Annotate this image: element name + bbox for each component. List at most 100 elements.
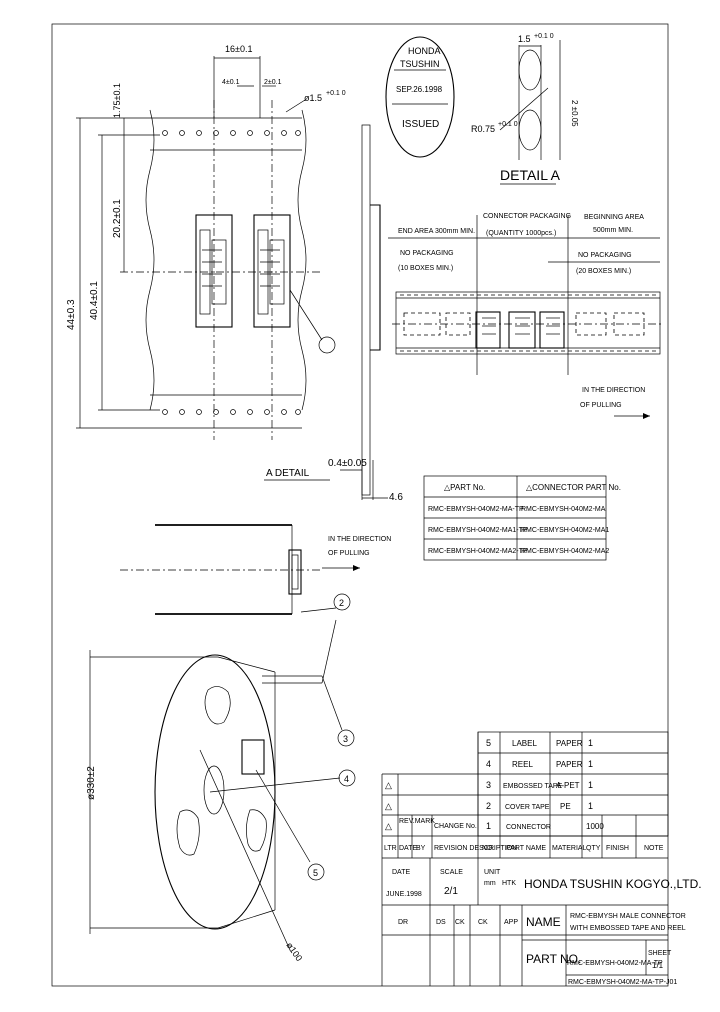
bom-part-name: CONNECTOR (506, 824, 551, 831)
scale-value: 2/1 (444, 886, 458, 897)
drawing-name-1: RMC-EBMYSH MALE CONNECTOR (570, 913, 686, 920)
bom-part-name: COVER TAPE (505, 804, 550, 811)
stamp-line-2: TSUSHIN (400, 59, 440, 69)
bom-material: PE (560, 802, 571, 811)
side-pull-1: IN THE DIRECTION (328, 536, 391, 543)
depth-4-6-dim: 4.6 (389, 492, 403, 503)
no-packaging-end-2: (10 BOXES MIN.) (398, 265, 453, 272)
no-packaging-end-1: NO PACKAGING (400, 250, 454, 257)
dim-1-75: 1.75±0.1 (112, 83, 122, 118)
dim-20-2: 20.2±0.1 (112, 199, 123, 238)
drawing-border (51, 23, 669, 987)
connector-packaging-label: CONNECTOR PACKAGING (483, 213, 571, 220)
sign-header: APP (504, 919, 518, 926)
rev-header: NO. (482, 845, 495, 852)
bom-qty: 1000 (586, 822, 604, 831)
part-no-label: PART NO. (526, 952, 581, 966)
callout-4: 4 (344, 774, 349, 784)
detail-a-title: DETAIL A (500, 167, 561, 183)
tape-side-view: IN THE DIRECTION OF PULLING 2 (120, 524, 391, 615)
pull-direction-1: IN THE DIRECTION (582, 387, 645, 394)
bom-no: 4 (486, 759, 491, 769)
tape-top-view (120, 100, 336, 440)
callout-5: 5 (313, 868, 318, 878)
reel-label (241, 739, 265, 775)
bom-no: 2 (486, 801, 491, 811)
bom-material: A-PET (556, 781, 580, 790)
detail-a: 1.5 +0.1 0 2 ±0.05 R0.75 +0.1 0 DETAIL A (471, 33, 579, 185)
a-detail-label: A DETAIL (266, 468, 310, 479)
sheet-label: SHEET (648, 950, 672, 957)
rev-header: PART NAME (506, 845, 546, 852)
width-44-dim: 44±0.3 (66, 299, 77, 330)
bom-part-name: REEL (512, 760, 533, 769)
sign-header: DR (398, 919, 408, 926)
rev-header: REVISION DESCRIPTION (434, 845, 517, 852)
packaging-layout: CONNECTOR PACKAGING (QUANTITY 1000pcs.) … (388, 213, 664, 419)
stamp-line-1: HONDA (408, 46, 441, 56)
callout-3: 3 (343, 734, 348, 744)
reel-diameter-dim: ø330±2 (86, 766, 97, 800)
change-notice-label: CHANGE No. (434, 823, 477, 830)
hole-dia-tol: +0.1 0 (326, 90, 346, 97)
rev-header: NOTE (644, 845, 664, 852)
rev-header: DATE (399, 845, 417, 852)
reel-hub-dim: ø100 (284, 940, 304, 963)
part-table-cell: RMC-EBMYSH-040M2-MA1 (521, 527, 609, 534)
rev-header: BY (416, 845, 426, 852)
tape-side-section: 0.4±0.05 4.6 A DETAIL (264, 124, 403, 503)
bom-no: 1 (486, 821, 491, 831)
unit-value: mm (484, 880, 496, 887)
stamp-issued: ISSUED (402, 119, 439, 130)
sheet-value: 1/1 (652, 961, 664, 970)
rev-header: QTY (586, 845, 601, 852)
hole-dia-dim: ø1.5 (304, 93, 322, 103)
title-block: 5 LABEL PAPER 1 4 REEL PAPER 1 3 EMBOSSE… (381, 731, 702, 986)
bom-qty: 1 (588, 801, 593, 811)
part-table-cell: RMC-EBMYSH-040M2-MA (521, 506, 606, 513)
beginning-area-label: BEGINNING AREA (584, 214, 644, 221)
bom-no: 5 (486, 738, 491, 748)
part-table-header-1: △CONNECTOR PART No. (526, 483, 621, 492)
sign-header: CK (455, 919, 465, 926)
rev-mark: △ (385, 821, 392, 831)
bom-no: 3 (486, 780, 491, 790)
bom-material: PAPER (556, 739, 583, 748)
part-number-table: △PART No. △CONNECTOR PART No. RMC-EBMYSH… (423, 475, 621, 561)
part-table-cell: RMC-EBMYSH-040M2-MA-TP (428, 506, 524, 513)
sign-header: DS (436, 919, 446, 926)
detail-width-tol: +0.1 0 (534, 33, 554, 40)
company-name: HONDA TSUSHIN KOGYO.,LTD. (524, 877, 702, 891)
detail-radius-dim: R0.75 (471, 124, 495, 134)
callout-2: 2 (339, 598, 344, 608)
rev-mark: △ (385, 801, 392, 811)
bom-part-name: EMBOSSED TAPE (503, 783, 563, 790)
rev-header: MATERIAL (552, 845, 587, 852)
bom-qty: 1 (588, 780, 593, 790)
beginning-length-label: 500mm MIN. (593, 227, 633, 234)
rev-mark: △ (385, 780, 392, 790)
rev-header: LTR (384, 845, 397, 852)
sprocket-holes-top (162, 130, 301, 136)
end-area-label: END AREA 300mm MIN. (398, 228, 475, 235)
side-pull-2: OF PULLING (328, 550, 370, 557)
pitch-2-dim: 2±0.1 (264, 79, 282, 86)
bom-qty: 1 (588, 759, 593, 769)
thickness-0-4-dim: 0.4±0.05 (328, 458, 367, 469)
rev-mark-label: REV.MARK (399, 818, 435, 825)
tape-left-dimensions: 44±0.3 40.4±0.1 20.2±0.1 1.75±0.1 (66, 83, 160, 429)
bom-material: PAPER (556, 760, 583, 769)
sign-header: CK (478, 919, 488, 926)
no-packaging-begin-2: (20 BOXES MIN.) (576, 268, 631, 275)
no-packaging-begin-1: NO PACKAGING (578, 252, 632, 259)
pitch-16-dim: 16±0.1 (225, 44, 252, 54)
drawing-number: RMC-EBMYSH-040M2-MA-TP-J01 (568, 979, 677, 986)
pitch-4-dim: 4±0.1 (222, 79, 240, 86)
detail-width-dim: 1.5 (518, 34, 531, 44)
quantity-label: (QUANTITY 1000pcs.) (486, 230, 556, 237)
part-table-header-0: △PART No. (444, 483, 485, 492)
rev-header: FINISH (606, 845, 629, 852)
tape-top-dimensions: 16±0.1 4±0.1 2±0.1 ø1.5 +0.1 0 (213, 44, 346, 118)
part-no-value: RMC-EBMYSH-040M2-MA-TP (567, 960, 663, 967)
